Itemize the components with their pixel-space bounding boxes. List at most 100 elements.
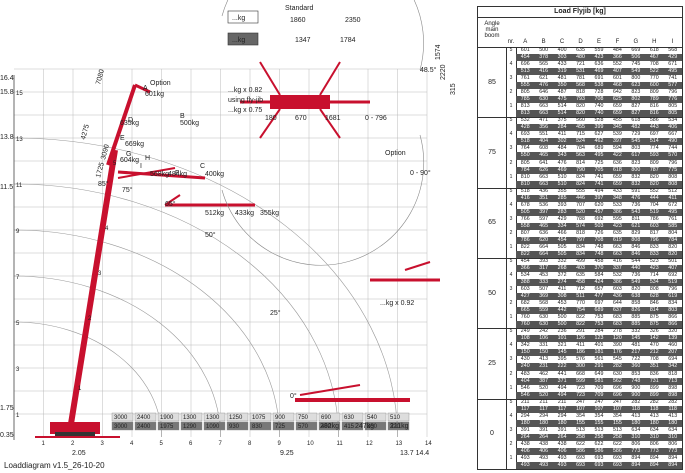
mid-load-label: 512kg (205, 210, 224, 217)
table-cell: 500 (539, 47, 549, 53)
load-box (364, 421, 387, 431)
table-cell: 691 (594, 75, 604, 82)
table-cell: 455 (612, 117, 622, 124)
table-cell: 291 (594, 363, 604, 370)
table-cell: 107 (612, 405, 622, 412)
table-cell: 326 (649, 328, 659, 335)
table-cell: 453 (557, 300, 567, 307)
range-label: 0 - 90° (410, 169, 431, 177)
table-cell: 458 (594, 258, 604, 264)
table-cell: 118 (668, 405, 677, 412)
table-cell: 646 (539, 89, 549, 96)
table-cell: 603 (649, 222, 659, 229)
angle-top: 48.5° (420, 66, 437, 74)
table-cell: 560 (576, 117, 585, 124)
position-letter: F (175, 170, 179, 177)
row-nr: 5 (509, 47, 513, 53)
row-nr: 1 (509, 103, 513, 110)
table-cell: 399 (594, 124, 604, 131)
y-tick: 15.8 (0, 89, 14, 96)
table-cell: 764 (520, 145, 530, 152)
position-letter: I (140, 163, 142, 170)
table-cell: 186 (576, 349, 585, 356)
table-cell: 493 (539, 461, 549, 468)
table-cell: 520 (576, 208, 585, 215)
table-cell: 310 (631, 433, 641, 440)
table-cell: 693 (576, 454, 585, 461)
table-cell: 664 (539, 243, 549, 250)
row-nr (506, 335, 516, 342)
table-cell: 824 (576, 173, 585, 180)
table-cell: 291 (576, 328, 585, 335)
table-cell: 669 (631, 47, 641, 53)
row-nr (506, 96, 516, 103)
mid-load-label: 355kg (260, 210, 279, 217)
table-cell: 808 (649, 286, 659, 293)
table-cell: 696 (612, 391, 622, 398)
table-cell: 107 (594, 405, 604, 412)
table-cell: 155 (594, 419, 604, 426)
table-cell: 576 (576, 356, 585, 363)
load-box (295, 412, 318, 422)
table-cell: 406 (539, 447, 549, 454)
row-nr: 1 (509, 314, 513, 321)
table-cell: 796 (668, 89, 678, 96)
table-cell: 523 (649, 258, 659, 264)
block-angle: 50 (478, 258, 507, 329)
table-cell: 659 (612, 103, 622, 110)
table-cell: 531 (576, 68, 585, 75)
table-cell: 697 (594, 300, 604, 307)
table-cell: 493 (539, 454, 549, 461)
table-cell: 320 (668, 328, 678, 335)
table-cell: 820 (649, 180, 659, 187)
grid-x-label: 8 (248, 441, 252, 447)
row-nr (506, 265, 516, 272)
table-cell: 725 (594, 159, 604, 166)
table-cell: 390 (612, 342, 622, 349)
table-cell: 894 (649, 454, 659, 461)
table-cell: 787 (649, 166, 659, 173)
table-cell: 846 (649, 300, 659, 307)
table-cell: 495 (668, 208, 678, 215)
table-cell: 455 (576, 124, 585, 131)
table-cell: 708 (594, 236, 604, 243)
grid-y-label: 3 (16, 367, 20, 373)
table-cell: 118 (631, 405, 641, 412)
table-cell: 360 (631, 363, 641, 370)
row-nr: 4 (509, 61, 513, 68)
table-cell: 370 (594, 265, 604, 272)
table-cell: 808 (668, 180, 678, 187)
block-angle: 0 (478, 398, 507, 469)
table-cell: 900 (631, 384, 641, 391)
table-cell: 800 (631, 75, 641, 82)
table-cell: 585 (668, 222, 678, 229)
table-cell: 630 (539, 96, 549, 103)
row-nr (506, 209, 516, 216)
table-cell: 692 (594, 215, 604, 222)
reach-arc (13, 229, 280, 438)
table-cell: 406 (557, 447, 567, 454)
table-cell: 659 (612, 110, 622, 117)
table-cell: 775 (668, 166, 678, 173)
row-nr: 1 (509, 384, 513, 391)
table-cell: 659 (612, 173, 622, 180)
row-nr: 4 (509, 131, 513, 138)
block-angle: 65 (478, 187, 507, 258)
position-letter: D (128, 117, 133, 124)
table-cell: 400 (557, 47, 567, 53)
col-header: B (541, 39, 546, 45)
table-cell: 693 (594, 461, 604, 468)
table-cell: 663 (612, 250, 622, 257)
table-cell: 393 (539, 258, 549, 264)
table-cell: 520 (539, 384, 549, 391)
